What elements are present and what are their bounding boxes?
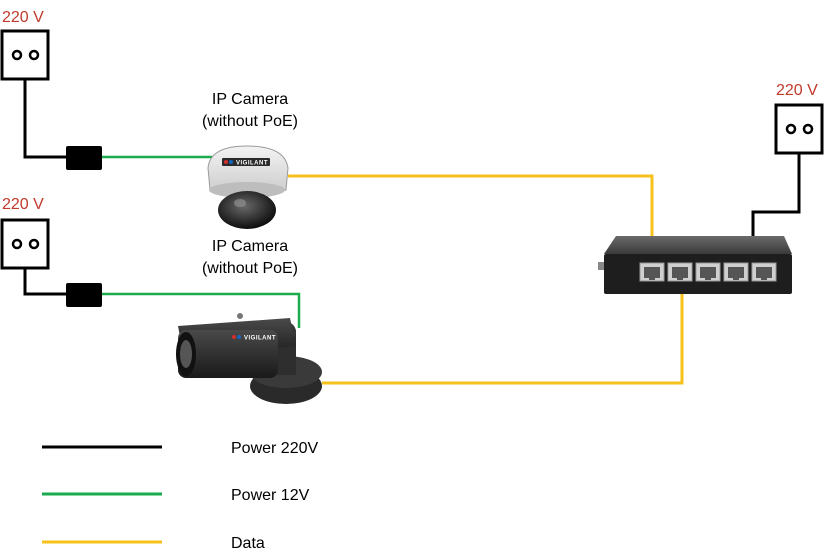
bullet-camera-brand: VIGILANT <box>244 336 276 342</box>
camera-2-label-line1: IP Camera <box>212 238 288 255</box>
legend-label-data: Data <box>231 535 265 552</box>
power-outlet-2 <box>0 218 50 270</box>
legend: Power 220V Power 12V Data <box>42 440 318 552</box>
legend-label-power-12v: Power 12V <box>231 487 310 504</box>
voltage-label-1: 220 V <box>2 9 44 26</box>
wire-power-220v-1 <box>23 79 68 159</box>
voltage-label-2: 220 V <box>2 196 44 213</box>
switch-port-2 <box>667 262 693 282</box>
wire-power-220v-3 <box>751 153 801 236</box>
switch-port-1 <box>639 262 665 282</box>
camera-1-label-line1: IP Camera <box>212 91 288 108</box>
switch-port-4 <box>723 262 749 282</box>
dome-camera-brand: VIGILANT <box>236 161 268 167</box>
switch-port-3 <box>695 262 721 282</box>
power-adapter-2 <box>66 283 102 307</box>
wire-power-12v-2 <box>102 292 301 328</box>
power-outlet-1 <box>0 29 50 81</box>
wire-data-2 <box>322 278 684 385</box>
camera-2-label-line2: (without PoE) <box>202 260 298 277</box>
wire-power-220v-2 <box>23 268 68 296</box>
power-outlet-3 <box>774 103 824 155</box>
voltage-label-3: 220 V <box>776 82 818 99</box>
wire-data-1 <box>288 174 654 272</box>
camera-1-label-line2: (without PoE) <box>202 113 298 130</box>
power-adapter-1 <box>66 146 102 170</box>
bullet-camera: VIGILANT <box>176 313 322 404</box>
switch-ports <box>639 262 777 282</box>
dome-camera: VIGILANT <box>207 145 289 229</box>
switch-port-5 <box>751 262 777 282</box>
network-switch <box>598 236 792 294</box>
legend-label-power-220v: Power 220V <box>231 440 318 457</box>
